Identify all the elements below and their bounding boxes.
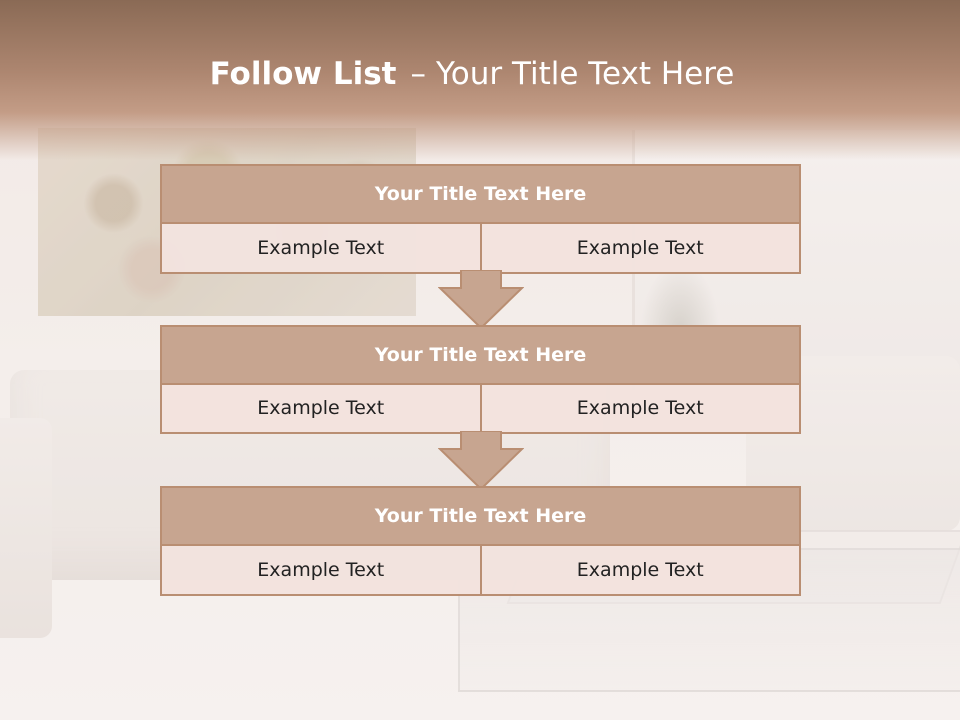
step-title: Your Title Text Here <box>162 488 799 546</box>
step-cell-right: Example Text <box>479 224 799 272</box>
down-arrow-icon <box>438 270 524 330</box>
step-title: Your Title Text Here <box>162 166 799 224</box>
background-chair <box>0 418 52 638</box>
step-cell-left: Example Text <box>162 546 480 594</box>
step-cell-right: Example Text <box>479 385 799 432</box>
flow-step-2: Your Title Text Here Example Text Exampl… <box>160 325 801 434</box>
step-title: Your Title Text Here <box>162 327 799 385</box>
step-cells: Example Text Example Text <box>162 546 799 594</box>
flow-step-1: Your Title Text Here Example Text Exampl… <box>160 164 801 274</box>
flow-step-3: Your Title Text Here Example Text Exampl… <box>160 486 801 596</box>
step-cells: Example Text Example Text <box>162 224 799 272</box>
step-cells: Example Text Example Text <box>162 385 799 432</box>
down-arrow-icon <box>438 431 524 491</box>
title-dash: – <box>410 56 426 92</box>
title-rest: Your Title Text Here <box>435 56 735 92</box>
header-band <box>0 0 960 160</box>
title-bold: Follow List <box>209 56 397 92</box>
step-cell-left: Example Text <box>162 224 480 272</box>
page-title: Follow List–Your Title Text Here <box>0 56 944 92</box>
step-cell-right: Example Text <box>479 546 799 594</box>
step-cell-left: Example Text <box>162 385 480 432</box>
